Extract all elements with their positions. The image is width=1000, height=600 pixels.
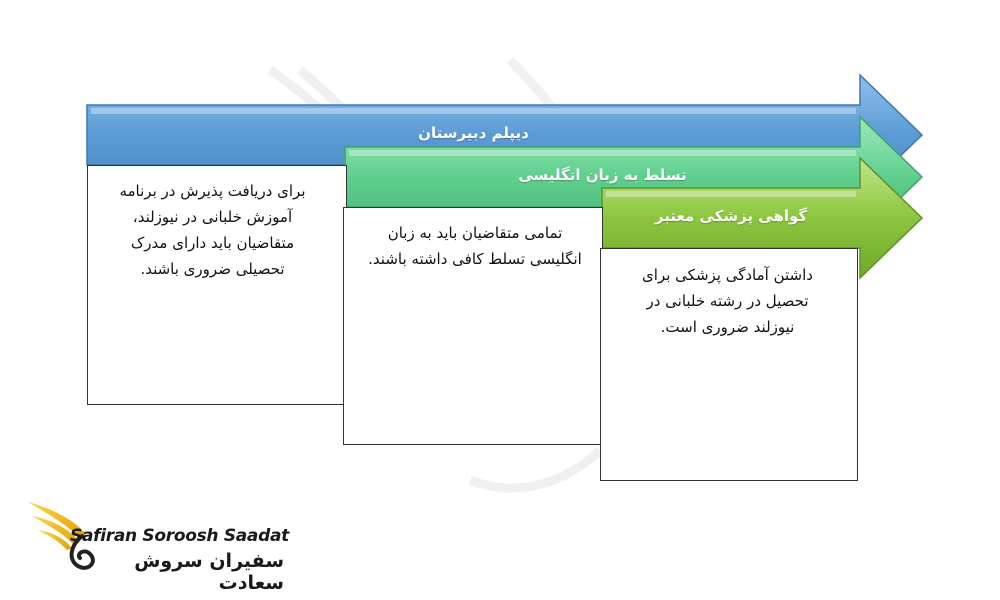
logo-latin-text: Safiran Soroosh Saadat <box>70 526 289 546</box>
description-line: تمامی متقاضیان باید به زبان <box>387 224 563 242</box>
description-line: داشتن آمادگی پزشکی برای <box>642 266 813 284</box>
description-line: تحصیلی ضروری باشند. <box>140 260 285 278</box>
description-line: متقاضیان باید دارای مدرک <box>130 234 295 252</box>
step-description-english: تمامی متقاضیان باید به زبان انگلیسی تسلط … <box>350 220 600 272</box>
step-description-medical: داشتن آمادگی پزشکی برای تحصیل در رشته خلب… <box>610 262 845 340</box>
description-line: آموزش خلبانی در نیوزلند، <box>132 208 293 226</box>
step-title-medical: گواهی پزشکی معتبر <box>654 207 808 225</box>
step-description-diploma: برای دریافت پذیرش در برنامه آموزش خلبانی … <box>95 178 330 282</box>
arrow-gloss <box>606 191 856 197</box>
step-title-diploma: دیپلم دبیرستان <box>418 124 529 142</box>
arrow-gloss <box>91 108 856 114</box>
description-line: انگلیسی تسلط کافی داشته باشند. <box>368 250 582 268</box>
logo-persian-text: سفیران سروش سعادت <box>134 550 284 594</box>
description-line: تحصیل در رشته خلبانی در <box>646 292 809 310</box>
description-line: نیوزلند ضروری است. <box>660 318 795 336</box>
step-box-medical <box>600 248 858 481</box>
step-title-english: تسلط به زبان انگلیسی <box>518 166 687 184</box>
description-line: برای دریافت پذیرش در برنامه <box>119 182 306 200</box>
arrow-gloss <box>349 150 856 156</box>
logo: Safiran Soroosh Saadat سفیران سروش سعادت <box>20 490 300 594</box>
wing-logo-icon <box>28 502 95 570</box>
